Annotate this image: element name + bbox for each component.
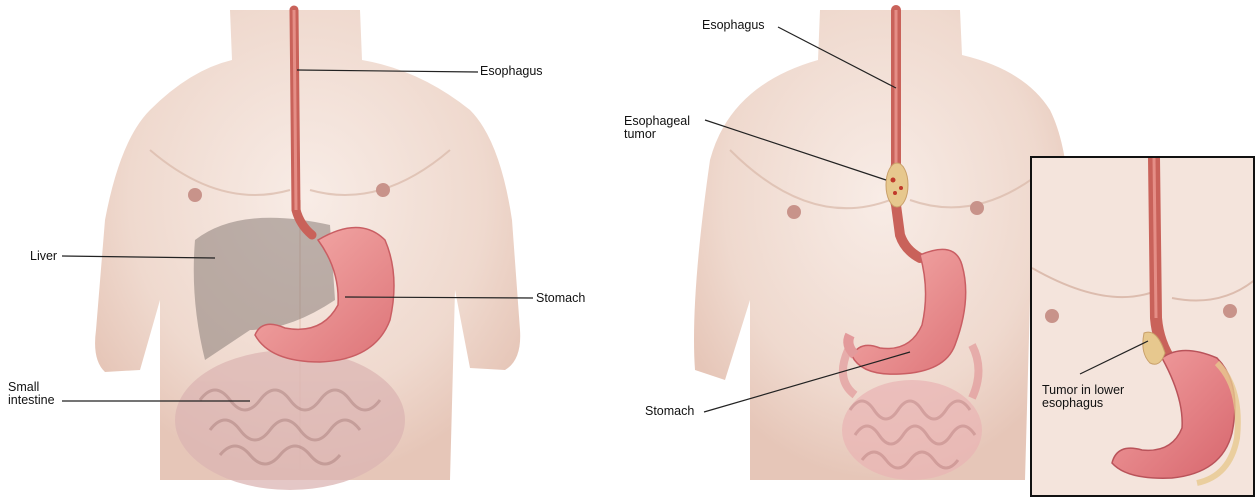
label-small-intestine: Small intestine <box>8 381 55 407</box>
label-tumor-lower-esophagus: Tumor in lower esophagus <box>1042 384 1124 410</box>
inset-nipple-right <box>1223 304 1237 318</box>
inset-nipple-left <box>1045 309 1059 323</box>
left-anatomy-panel: Esophagus Liver Stomach Small intestine <box>0 0 600 500</box>
right-esophageal-tumor <box>886 163 908 207</box>
left-nipple-left <box>188 188 202 202</box>
inset-illustration <box>1032 158 1255 497</box>
right-nipple-left <box>787 205 801 219</box>
left-small-intestine <box>175 350 405 490</box>
label-liver: Liver <box>30 250 57 263</box>
label-right-stomach: Stomach <box>645 405 694 418</box>
label-esophageal-tumor: Esophageal tumor <box>624 115 690 141</box>
label-esophagus: Esophagus <box>480 65 543 78</box>
right-duodenum <box>848 335 855 355</box>
left-nipple-right <box>376 183 390 197</box>
label-right-esophagus: Esophagus <box>702 19 765 32</box>
label-stomach: Stomach <box>536 292 585 305</box>
right-nipple-right <box>970 201 984 215</box>
right-anatomy-panel: Esophagus Esophageal tumor Stomach Tumor… <box>600 0 1258 500</box>
inset-lower-esophagus: Tumor in lower esophagus <box>1030 156 1255 497</box>
